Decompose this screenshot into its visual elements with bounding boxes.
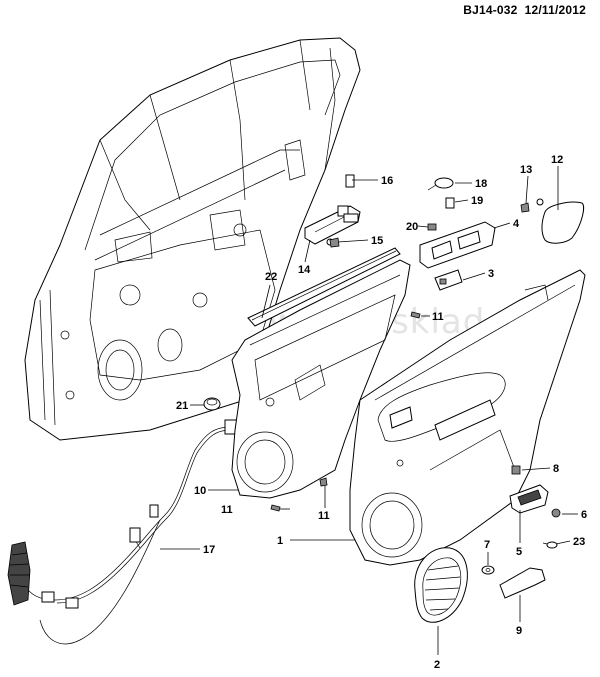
clip-13: [520, 202, 530, 213]
handle-5: [509, 484, 549, 514]
clip-15: [329, 237, 340, 248]
bracket-14: [304, 174, 361, 246]
callout-13: 13: [520, 164, 532, 176]
screw-20: [427, 223, 437, 231]
callout-15: 15: [371, 235, 383, 247]
clip-19: [445, 197, 455, 209]
callout-1: 1: [277, 535, 283, 547]
callout-22: 22: [265, 271, 277, 283]
screw-6: [551, 508, 561, 518]
trim-panel-10: [231, 259, 411, 499]
callout-11-top: 11: [432, 311, 444, 323]
door-shell: [24, 37, 361, 441]
diagram-code-id: BJ14-032: [463, 3, 518, 17]
clip-8: [511, 465, 521, 475]
callout-11-left: 11: [221, 504, 233, 516]
leader-lines: [160, 166, 578, 655]
screw-11a: [410, 311, 421, 319]
callout-numbers: 1 2 3 4 5 6 7 8 9 10 11 11 11 12 13 14 1…: [176, 154, 587, 671]
callout-10: 10: [194, 485, 206, 497]
callout-23: 23: [573, 536, 585, 548]
switch-bezel-4: [419, 221, 496, 269]
screw-11c: [319, 477, 328, 487]
callout-17: 17: [203, 544, 215, 556]
callout-5: 5: [516, 546, 522, 558]
callout-12: 12: [551, 154, 563, 166]
callout-3: 3: [488, 268, 494, 280]
callout-18: 18: [475, 178, 487, 190]
grommet-21: [203, 397, 221, 411]
washer-7: [481, 565, 495, 575]
trim-panel-1: [349, 269, 586, 566]
callout-8: 8: [553, 463, 559, 475]
callout-4: 4: [513, 218, 520, 230]
screw-11b: [270, 504, 281, 512]
clip-23: [542, 541, 558, 549]
callout-6: 6: [581, 509, 587, 521]
callout-14: 14: [298, 264, 311, 276]
cover-12: [536, 198, 585, 244]
callout-20: 20: [406, 221, 418, 233]
speaker-grille-2: [414, 547, 468, 623]
belt-strip-22: [247, 247, 401, 327]
diagram-code: BJ14-032 12/11/2012: [463, 3, 586, 17]
callout-9: 9: [516, 625, 522, 637]
wiring-harness: [7, 419, 238, 645]
callout-7: 7: [484, 539, 490, 551]
clip-18: [427, 177, 454, 191]
callout-19: 19: [471, 195, 483, 207]
callout-16: 16: [381, 175, 393, 187]
callout-2: 2: [434, 659, 440, 671]
diagram-code-date: 12/11/2012: [524, 3, 586, 17]
switch-3: [434, 269, 463, 291]
callout-11-center: 11: [318, 510, 330, 522]
pull-handle-9: [499, 567, 546, 599]
callout-21: 21: [176, 400, 188, 412]
